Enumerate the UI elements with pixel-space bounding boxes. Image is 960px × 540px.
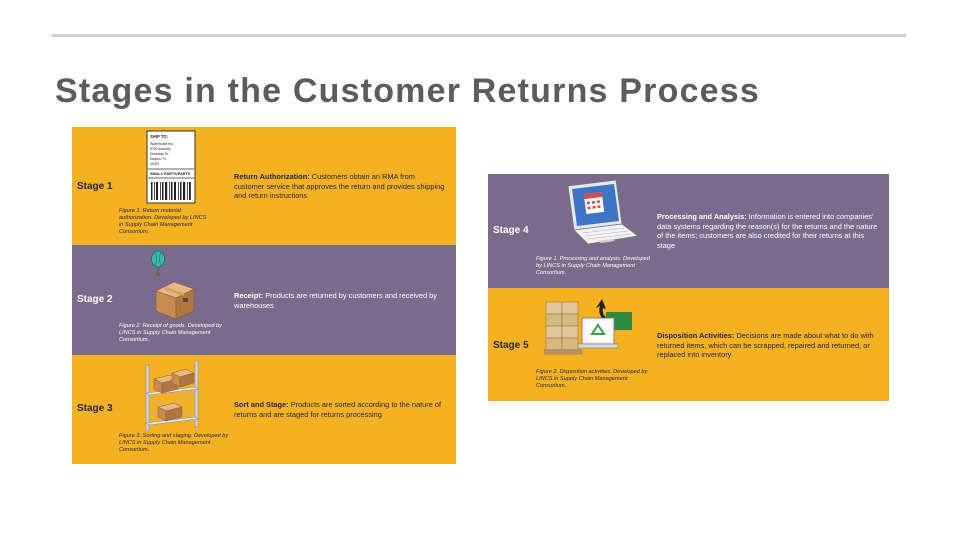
stage-3-label: Stage 3 [77,403,113,414]
stage-1-text: Customers obtain an RMA from customer se… [234,172,445,200]
stage-1-heading: Return Authorization: [234,172,310,181]
label-line-6: SMALL PARTS/PARTS [150,172,191,176]
stage-3-description: Sort and Stage: Products are sorted acco… [234,400,446,419]
package-balloon-icon [150,247,198,327]
stage-4-caption: Figure 1. Processing and analysis. Devel… [536,256,650,276]
stage-2-heading: Receipt: [234,291,264,300]
label-line-3: Driveway Dr. [150,152,169,156]
stage-2-text: Products are returned by customers and r… [234,291,437,310]
stage-5-label: Stage 5 [493,340,529,351]
stage-4-label: Stage 4 [493,225,529,236]
laptop-calendar-icon [558,178,640,256]
stage-5-band: Stage 5 Figure 2. Disposition activit [488,288,889,401]
stage-2-caption: Figure 2. Receipt of goods. Developed by… [119,323,222,343]
stage-5-description: Disposition Activities: Decisions are ma… [657,331,881,360]
shelf-boxes-icon [144,357,202,437]
stage-5-heading: Disposition Activities: [657,331,735,340]
stage-3-text: Products are sorted according to the nat… [234,400,442,419]
stage-4-text: Information is entered into companies' d… [657,212,878,250]
left-stages-panel: Stage 1 SHIP TO: Warehouse Inc. 5750 Ind… [72,127,456,464]
label-line-0: SHIP TO: [150,134,168,139]
shipping-label-icon: SHIP TO: Warehouse Inc. 5750 Industry Dr… [146,130,196,208]
label-line-1: Warehouse Inc. [150,142,174,146]
stage-1-description: Return Authorization: Customers obtain a… [234,172,446,201]
stage-3-caption: Figure 3. Sorting and staging. Developed… [119,433,229,453]
label-line-4: Dayton, FL [150,157,167,161]
label-line-5: 00001 [150,162,160,166]
stage-5-text: Decisions are made about what to do with… [657,331,874,359]
stage-2-band: Stage 2 Figure 2. Receipt of goods. Deve… [72,245,456,355]
title-divider [52,34,906,37]
stage-1-label: Stage 1 [77,181,113,192]
stage-5-caption: Figure 2. Disposition activities. Develo… [536,369,648,389]
stage-2-label: Stage 2 [77,294,113,305]
stage-4-band: Stage 4 Figure 1. Processin [488,174,889,288]
stage-4-description: Processing and Analysis: Information is … [657,212,881,250]
right-stages-panel: Stage 4 Figure 1. Processin [488,174,889,401]
label-line-2: 5750 Industry [150,147,171,151]
stage-1-band: Stage 1 SHIP TO: Warehouse Inc. 5750 Ind… [72,127,456,245]
stage-3-heading: Sort and Stage: [234,400,289,409]
stage-4-heading: Processing and Analysis: [657,212,747,221]
stage-3-band: Stage 3 Figure 3. Sorting and staging [72,355,456,464]
pallet-recycle-icon [543,296,638,364]
stage-1-caption: Figure 1. Return material authorization.… [119,208,207,235]
stage-2-description: Receipt: Products are returned by custom… [234,291,452,310]
slide-title: Stages in the Customer Returns Process [55,72,761,110]
